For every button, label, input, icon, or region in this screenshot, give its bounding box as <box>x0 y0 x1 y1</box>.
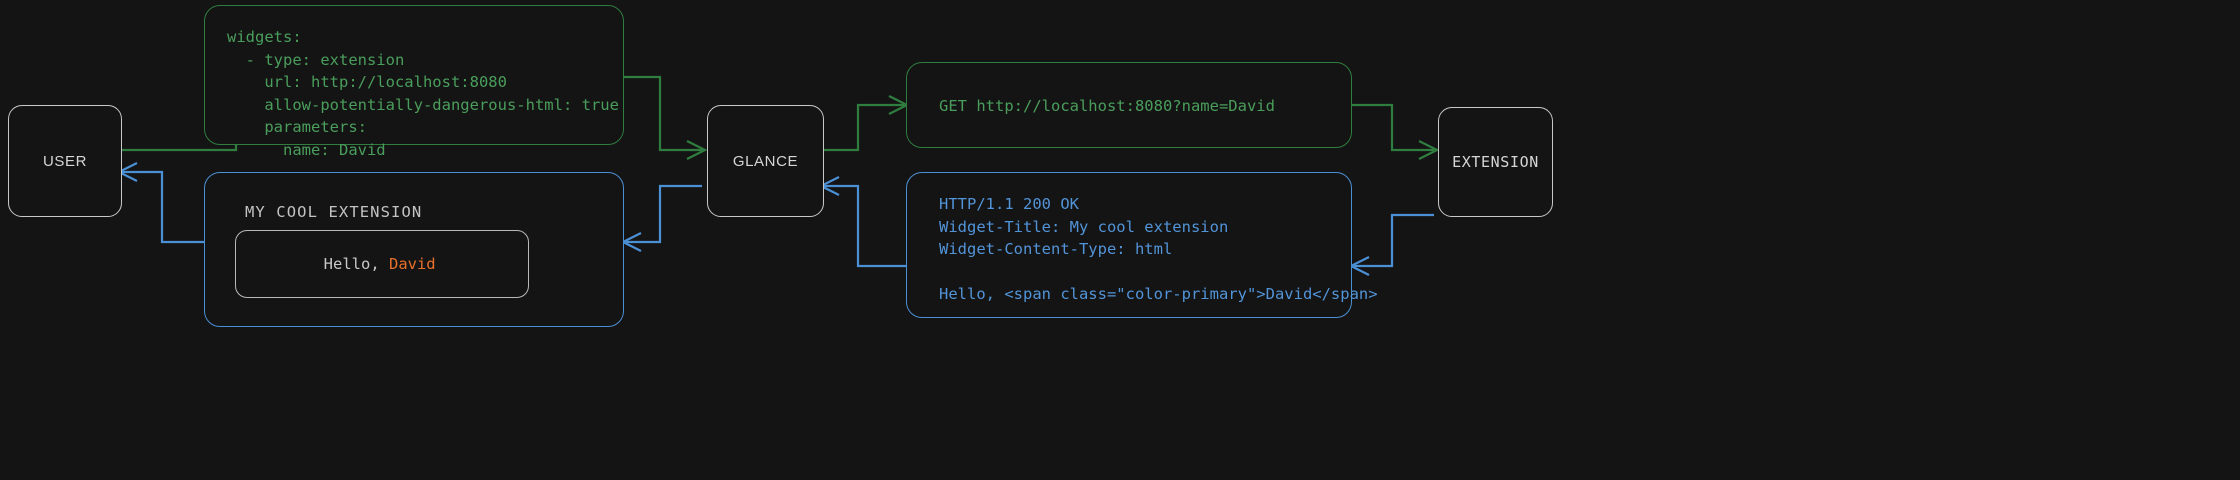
panel-config: widgets: - type: extension url: http://l… <box>204 5 624 159</box>
http-response-text: HTTP/1.1 200 OK Widget-Title: My cool ex… <box>939 195 1378 303</box>
node-extension-label: EXTENSION <box>1452 153 1539 171</box>
flow-extension-to-glance <box>818 176 1434 276</box>
widget-content-box: Hello, David <box>235 230 529 298</box>
node-glance-label: GLANCE <box>732 152 799 170</box>
panel-http-request: GET http://localhost:8080?name=David <box>906 62 1352 148</box>
node-user-label: USER <box>42 152 88 170</box>
panel-rendered-widget: MY COOL EXTENSION Hello, David <box>204 172 624 327</box>
widget-greeting: Hello, David <box>236 237 436 291</box>
node-user[interactable]: USER <box>8 105 122 217</box>
widget-title: MY COOL EXTENSION <box>245 203 423 221</box>
widget-greeting-prefix: Hello, <box>323 255 389 273</box>
config-yaml-text: widgets: - type: extension url: http://l… <box>227 28 619 159</box>
node-glance[interactable]: GLANCE <box>707 105 824 217</box>
widget-greeting-accent: David <box>388 255 436 273</box>
node-extension[interactable]: EXTENSION <box>1438 107 1553 217</box>
http-request-text: GET http://localhost:8080?name=David <box>939 97 1275 115</box>
panel-http-response: HTTP/1.1 200 OK Widget-Title: My cool ex… <box>906 172 1378 318</box>
